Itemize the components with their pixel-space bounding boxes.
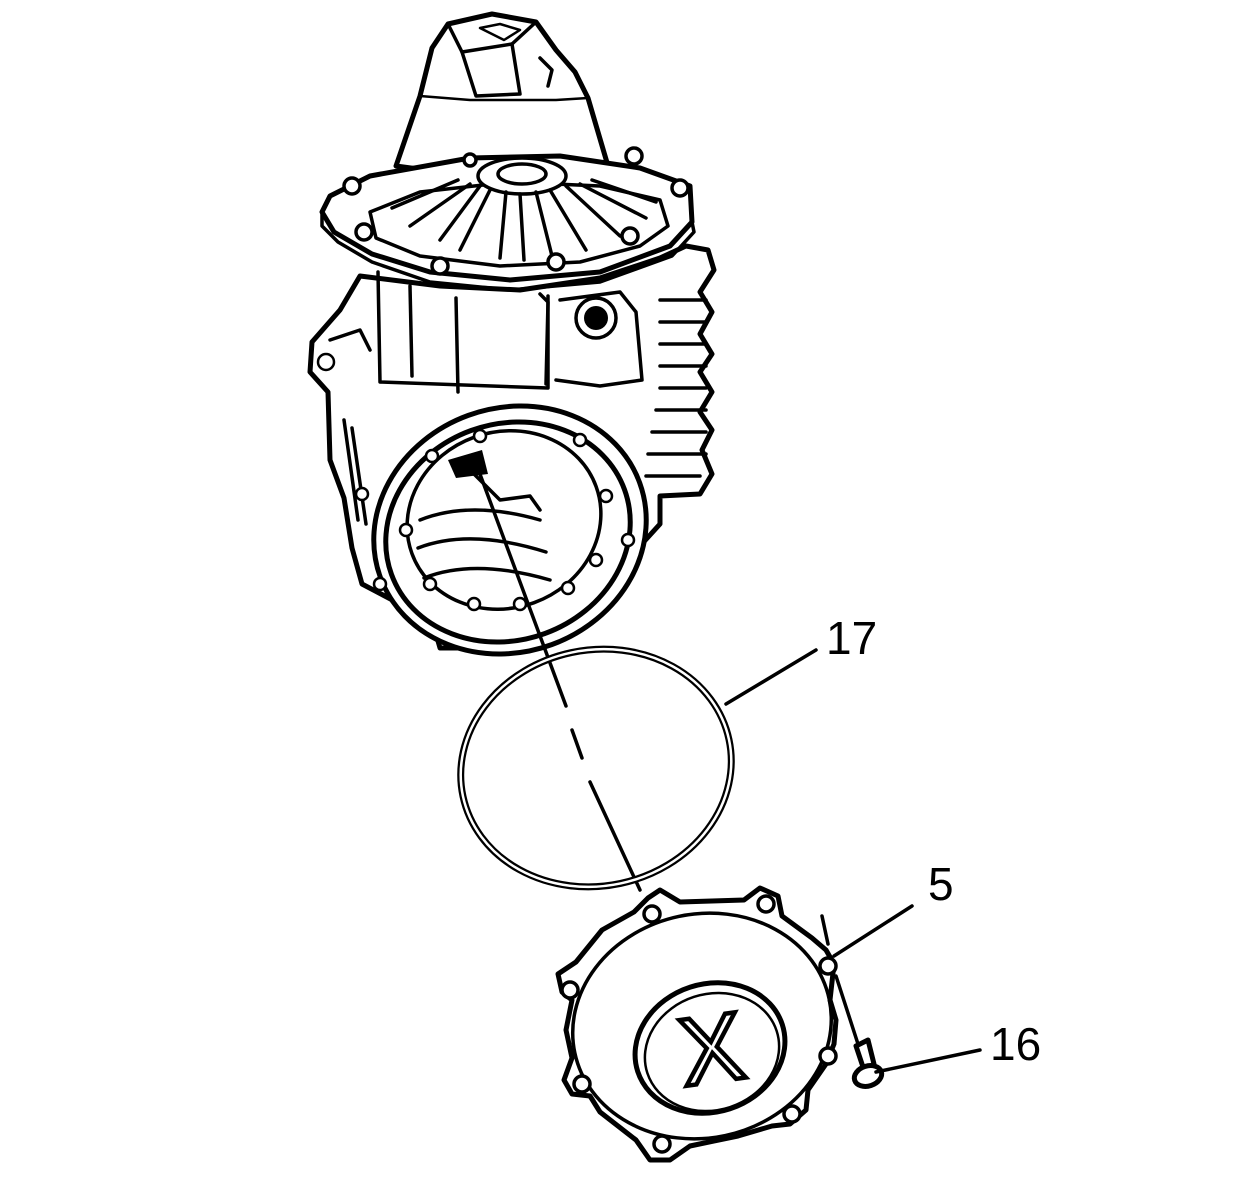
callout-5: 5	[928, 858, 954, 910]
leader-lines	[724, 648, 982, 1074]
leader-line-16	[874, 1048, 982, 1074]
alignment-centerline	[472, 456, 642, 892]
callout-17: 17	[826, 612, 877, 664]
housing-assembly	[307, 11, 717, 657]
leader-line-5	[832, 904, 914, 958]
housing-front-bore	[354, 403, 649, 657]
seal-ring	[457, 645, 735, 891]
housing-top-flange	[319, 146, 696, 292]
leader-line-17	[724, 648, 818, 706]
cover	[555, 885, 839, 1163]
housing-top-chute	[393, 11, 611, 179]
callout-16: 16	[990, 1018, 1041, 1070]
